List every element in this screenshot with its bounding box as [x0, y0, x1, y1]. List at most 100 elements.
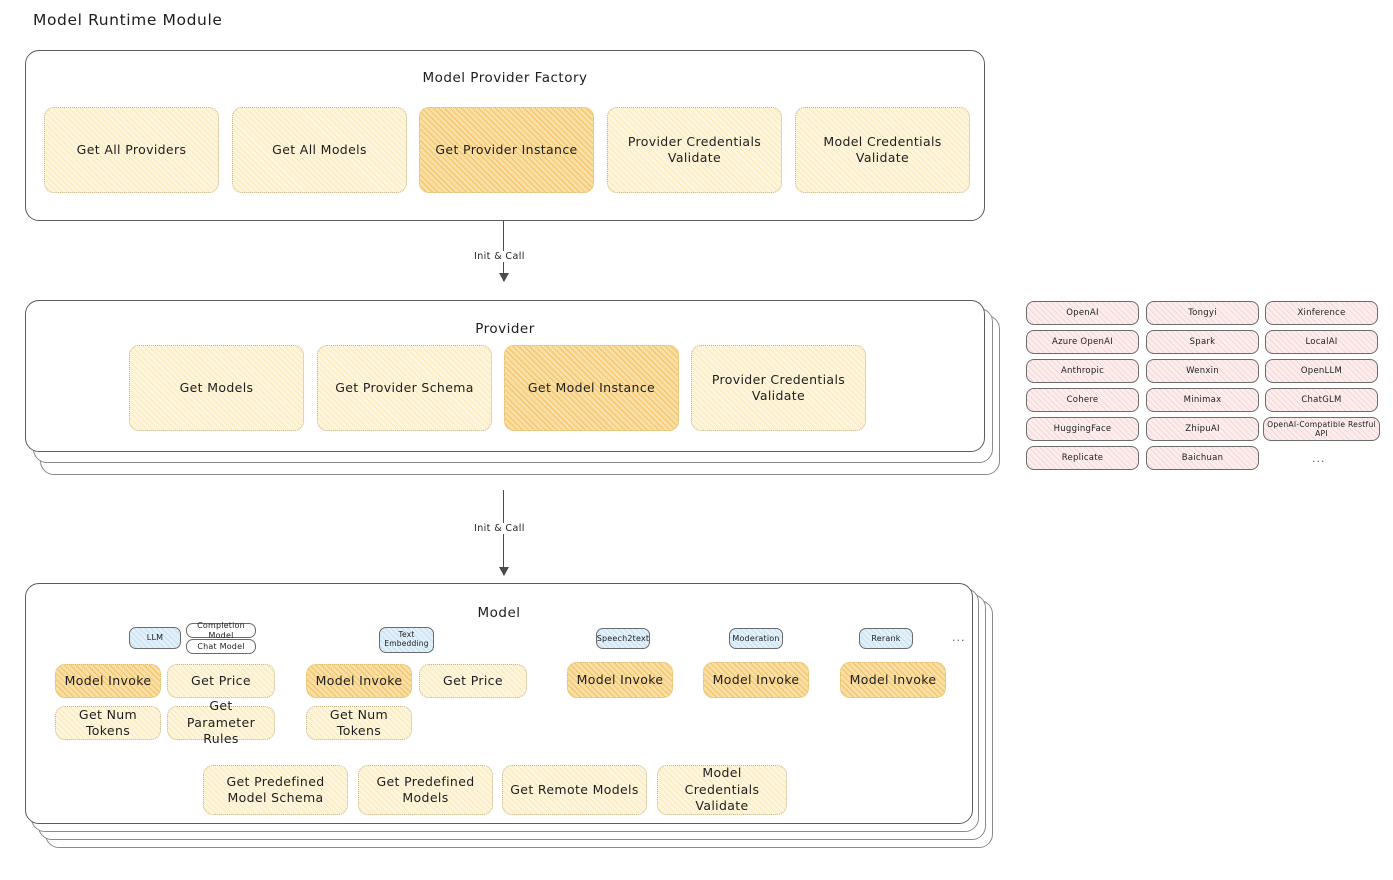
provider-pill-wenxin[interactable]: Wenxin [1146, 359, 1259, 383]
model-panel: Model [25, 583, 973, 824]
node-label: Get Predefined Models [376, 773, 475, 806]
node-label: Model Invoke [712, 671, 800, 687]
factory-node-provider-credentials-validate[interactable]: Provider Credentials Validate [607, 107, 782, 193]
text-embedding-method-model-invoke[interactable]: Model Invoke [306, 664, 412, 698]
provider-pill-label: Xinference [1297, 308, 1346, 318]
model-common-get-predefined-model-schema[interactable]: Get Predefined Model Schema [203, 765, 348, 815]
badge-label: Completion Model [197, 621, 245, 640]
provider-pill-cohere[interactable]: Cohere [1026, 388, 1139, 412]
arrow-1-label: Init & Call [470, 251, 529, 262]
provider-pill-label: Baichuan [1181, 453, 1224, 463]
factory-node-get-provider-instance[interactable]: Get Provider Instance [419, 107, 594, 193]
provider-pill-label: Wenxin [1186, 366, 1219, 376]
node-label: Provider Credentials Validate [627, 133, 762, 166]
model-common-model-credentials-validate[interactable]: Model Credentials Validate [657, 765, 787, 815]
provider-pill-tongyi[interactable]: Tongyi [1146, 301, 1259, 325]
provider-pill-openai[interactable]: OpenAI [1026, 301, 1139, 325]
provider-pill-label: OpenLLM [1300, 366, 1343, 376]
badge-label: Speech2text [596, 633, 650, 643]
text-embedding-method-get-price[interactable]: Get Price [419, 664, 527, 698]
provider-node-get-models[interactable]: Get Models [129, 345, 304, 431]
provider-pill-minimax[interactable]: Minimax [1146, 388, 1259, 412]
provider-pill-zhipuai[interactable]: ZhipuAI [1146, 417, 1259, 441]
model-type-badge-speech2text[interactable]: Speech2text [596, 628, 650, 649]
badge-label: Chat Model [197, 641, 245, 651]
model-common-get-predefined-models[interactable]: Get Predefined Models [358, 765, 493, 815]
node-label: Get Num Tokens [329, 706, 389, 739]
node-label: Get All Models [272, 141, 367, 157]
model-type-badge-rerank[interactable]: Rerank [859, 628, 913, 649]
provider-list-more: ... [1312, 452, 1326, 465]
node-label: Model Invoke [849, 671, 937, 687]
model-type-badge-llm[interactable]: LLM [129, 627, 181, 649]
provider-pill-spark[interactable]: Spark [1146, 330, 1259, 354]
provider-pill-label: OpenAI-Compatible Restful API [1267, 420, 1376, 438]
node-label: Model Invoke [64, 672, 152, 688]
badge-label: Text Embedding [384, 630, 429, 648]
provider-node-get-provider-schema[interactable]: Get Provider Schema [317, 345, 492, 431]
node-label: Get Predefined Model Schema [226, 773, 325, 806]
moderation-method-model-invoke[interactable]: Model Invoke [703, 662, 809, 698]
node-label: Model Credentials Validate [823, 133, 942, 166]
llm-method-get-parameter-rules[interactable]: Get Parameter Rules [167, 698, 275, 746]
arrow-2-label: Init & Call [470, 523, 529, 534]
speech2text-method-model-invoke[interactable]: Model Invoke [567, 662, 673, 698]
provider-pill-localai[interactable]: LocalAI [1265, 330, 1378, 354]
node-label: Model Invoke [315, 672, 403, 688]
node-label: Get Num Tokens [78, 706, 138, 739]
provider-pill-label: Minimax [1183, 395, 1222, 405]
provider-node-provider-credentials-validate[interactable]: Provider Credentials Validate [691, 345, 866, 431]
provider-pill-chatglm[interactable]: ChatGLM [1265, 388, 1378, 412]
provider-pill-openllm[interactable]: OpenLLM [1265, 359, 1378, 383]
provider-pill-azure-openai[interactable]: Azure OpenAI [1026, 330, 1139, 354]
node-label: Get Provider Instance [435, 141, 578, 157]
factory-node-get-all-providers[interactable]: Get All Providers [44, 107, 219, 193]
llm-method-get-price[interactable]: Get Price [167, 664, 275, 698]
node-label: Provider Credentials Validate [711, 371, 846, 404]
provider-pill-openai-compatible-restful-api[interactable]: OpenAI-Compatible Restful API [1263, 417, 1380, 441]
node-label: Get Model Instance [527, 379, 656, 395]
node-label: Get Parameter Rules [186, 698, 256, 747]
model-type-badge-moderation[interactable]: Moderation [729, 628, 783, 649]
provider-pill-label: Anthropic [1060, 366, 1105, 376]
provider-pill-label: Tongyi [1188, 308, 1217, 318]
model-common-get-remote-models[interactable]: Get Remote Models [502, 765, 647, 815]
provider-pill-label: OpenAI [1066, 308, 1099, 318]
provider-pill-baichuan[interactable]: Baichuan [1146, 446, 1259, 470]
node-label: Get All Providers [76, 141, 187, 157]
model-subtype-badge-chat-model[interactable]: Chat Model [186, 639, 256, 654]
provider-title: Provider [475, 321, 535, 337]
arrow-2-head [499, 567, 509, 576]
badge-label: Rerank [871, 633, 901, 643]
badge-label: LLM [146, 633, 164, 643]
provider-pill-label: Replicate [1061, 453, 1104, 463]
model-types-more: ... [952, 631, 966, 644]
factory-node-model-credentials-validate[interactable]: Model Credentials Validate [795, 107, 970, 193]
model-subtype-badge-completion-model[interactable]: Completion Model [186, 621, 256, 640]
model-type-badge-text-embedding[interactable]: Text Embedding [379, 627, 434, 653]
llm-method-get-num-tokens[interactable]: Get Num Tokens [55, 706, 161, 740]
node-label: Get Price [443, 672, 503, 688]
provider-pill-label: Azure OpenAI [1052, 337, 1113, 347]
factory-node-get-all-models[interactable]: Get All Models [232, 107, 407, 193]
badge-label: Moderation [732, 633, 780, 643]
provider-pill-xinference[interactable]: Xinference [1265, 301, 1378, 325]
provider-pill-huggingface[interactable]: HuggingFace [1026, 417, 1139, 441]
provider-pill-label: Cohere [1066, 395, 1099, 405]
provider-pill-anthropic[interactable]: Anthropic [1026, 359, 1139, 383]
node-label: Model Invoke [576, 671, 664, 687]
node-label: Model Credentials Validate [684, 765, 760, 814]
rerank-method-model-invoke[interactable]: Model Invoke [840, 662, 946, 698]
node-label: Get Provider Schema [335, 379, 474, 395]
model-provider-factory-title: Model Provider Factory [422, 70, 588, 86]
provider-pill-label: ZhipuAI [1185, 424, 1220, 434]
node-label: Get Models [179, 379, 254, 395]
text-embedding-method-get-num-tokens[interactable]: Get Num Tokens [306, 706, 412, 740]
arrow-1-head [499, 273, 509, 282]
model-title: Model [477, 605, 521, 621]
llm-method-model-invoke[interactable]: Model Invoke [55, 664, 161, 698]
provider-node-get-model-instance[interactable]: Get Model Instance [504, 345, 679, 431]
node-label: Get Price [191, 672, 251, 688]
provider-pill-replicate[interactable]: Replicate [1026, 446, 1139, 470]
provider-pill-label: Spark [1189, 337, 1216, 347]
